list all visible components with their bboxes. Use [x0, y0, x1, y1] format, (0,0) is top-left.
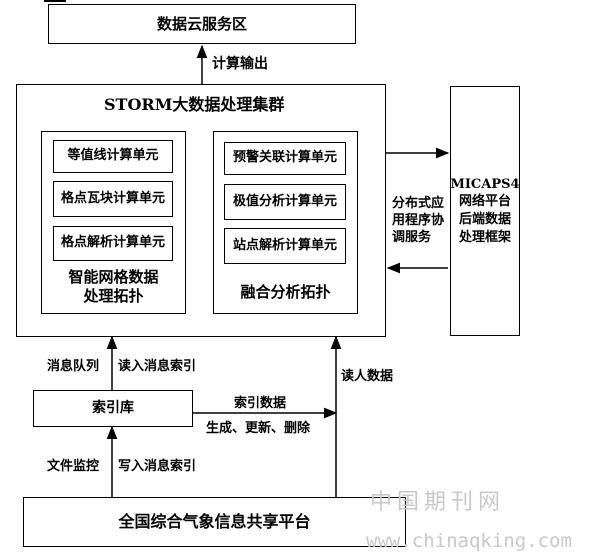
- grid-unit-contour-label: 等值线计算单元: [67, 148, 159, 164]
- watermark-cn: 中国期刊网: [370, 490, 506, 515]
- edge-label-read-msg-index: 读入消息索引: [118, 359, 197, 374]
- edge-label-distributed-line2: 用程序协: [392, 212, 445, 228]
- fusion-unit-station: 站点解析计算单元: [224, 228, 346, 264]
- fusion-unit-extreme: 极值分析计算单元: [224, 184, 346, 220]
- grid-unit-tile: 格点瓦块计算单元: [53, 181, 173, 217]
- grid-topology-label: 智能网格数据 处理拓扑: [41, 268, 186, 306]
- clipped-fragment: [44, 0, 66, 2]
- edge-label-distributed-line1: 分布式应: [392, 196, 445, 211]
- micaps-framework-box: MICAPS4 网络平台 后端数据 处理框架: [450, 86, 520, 336]
- edge-label-index-ops: 生成、更新、删除: [206, 421, 311, 436]
- watermark-url: www.chinaqking.com: [366, 530, 572, 552]
- fusion-unit-station-label: 站点解析计算单元: [232, 237, 337, 253]
- micaps-label-line2: 网络平台: [458, 194, 511, 210]
- fusion-topology-label: 融合分析拓扑: [240, 283, 331, 301]
- edge-label-write-msg-index: 写入消息索引: [118, 459, 197, 474]
- platform-label: 全国综合气象信息共享平台: [118, 512, 311, 531]
- edge-label-read-data: 读人数据: [341, 369, 394, 384]
- grid-unit-tile-label: 格点瓦块计算单元: [60, 190, 165, 206]
- micaps-label-line4: 处理框架: [458, 229, 511, 245]
- edge-label-index-data: 索引数据: [234, 396, 287, 411]
- cloud-service-label: 数据云服务区: [156, 14, 247, 33]
- micaps-label-line3: 后端数据: [458, 212, 511, 227]
- grid-unit-parse-label: 格点解析计算单元: [60, 235, 165, 251]
- fusion-unit-warning-label: 预警关联计算单元: [232, 150, 337, 166]
- platform-box: 全国综合气象信息共享平台: [23, 497, 406, 547]
- grid-topology-label-line2: 处理拓扑: [83, 286, 144, 305]
- micaps-label-line1: MICAPS4: [450, 176, 520, 192]
- edge-label-distributed-line3: 调服务: [392, 229, 432, 245]
- grid-unit-parse: 格点解析计算单元: [53, 226, 173, 261]
- index-db-label: 索引库: [92, 399, 134, 416]
- fusion-unit-warning: 预警关联计算单元: [224, 142, 346, 175]
- storm-cluster-title: STORM大数据处理集群: [104, 95, 285, 114]
- fusion-unit-extreme-label: 极值分析计算单元: [232, 193, 337, 209]
- edge-label-file-monitor: 文件监控: [47, 459, 100, 474]
- grid-topology-label-line1: 智能网格数据: [68, 268, 159, 286]
- edge-label-distributed: 分布式应 用程序协 调服务: [392, 196, 444, 247]
- index-db-box: 索引库: [33, 390, 193, 427]
- cloud-service-box: 数据云服务区: [48, 4, 356, 44]
- edge-label-message-queue: 消息队列: [47, 359, 100, 374]
- grid-unit-contour: 等值线计算单元: [53, 140, 173, 173]
- edge-label-compute-output: 计算输出: [212, 56, 268, 72]
